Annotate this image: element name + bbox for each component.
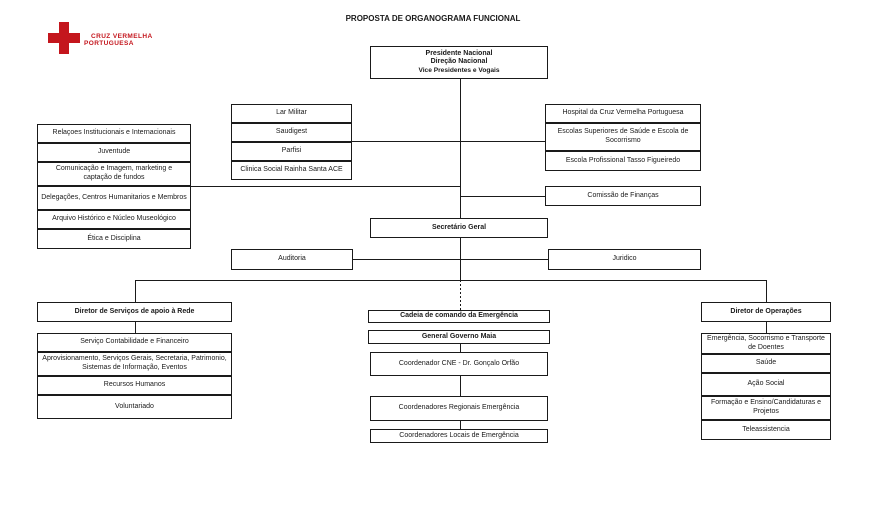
org-node-comissao-financas: Comissão de Finanças — [545, 186, 701, 206]
org-node-voluntariado: Voluntariado — [37, 395, 232, 419]
org-node-cadeia-comando-emergencia: Cadeia de comando da Emergência — [368, 310, 550, 323]
org-node-recursos-humanos: Recursos Humanos — [37, 376, 232, 395]
logo-line1: CRUZ VERMELHA — [91, 33, 153, 40]
org-node-diretor-servicos-rede: Diretor de Serviços de apoio à Rede — [37, 302, 232, 322]
org-node-diretor-operacoes: Diretor de Operações — [701, 302, 831, 322]
org-node-saude: Saúde — [701, 354, 831, 373]
org-node-coordenador-cne: Coordenador CNE - Dr. Gonçalo Orfão — [370, 352, 548, 376]
org-node-arquivo-historico: Arquivo Histórico e Núcleo Museológico — [37, 210, 191, 229]
logo-text: CRUZ VERMELHA PORTUGUESA — [84, 33, 153, 47]
president-line1: Presidente Nacional — [425, 49, 493, 57]
org-node-teleassistencia: Teleassistencia — [701, 420, 831, 440]
org-node-coordenadores-regionais: Coordenadores Regionais Emergência — [370, 396, 548, 421]
org-node-auditoria: Auditoria — [231, 249, 353, 270]
org-node-formacao-ensino: Formação e Ensino/Candidaturas e Projeto… — [701, 396, 831, 420]
org-node-acao-social: Ação Social — [701, 373, 831, 396]
org-node-juridico: Juridico — [548, 249, 701, 270]
org-node-clinica-social: Clinica Social Rainha Santa ACE — [231, 161, 352, 180]
president-line2: Direção Nacional — [430, 58, 488, 66]
org-node-delegacoes-centros: Delegações, Centros Humanitarios e Membr… — [37, 186, 191, 210]
org-node-comunicacao-imagem: Comunicação e Imagem, marketing e captaç… — [37, 162, 191, 186]
org-node-juventude: Juventude — [37, 143, 191, 162]
org-node-presidente-nacional: Presidente Nacional Direção Nacional Vic… — [370, 46, 548, 79]
org-node-emergencia-socorrismo: Emergência, Socorrismo e Transporte de D… — [701, 333, 831, 354]
president-line3: Vice Presidentes e Vogais — [418, 67, 500, 75]
org-node-relacoes-institucionais: Relaçoes Institucionais e Internacionais — [37, 124, 191, 143]
org-node-escolas-superiores: Escolas Superiores de Saúde e Escola de … — [545, 123, 701, 151]
logo-line2: PORTUGUESA — [84, 40, 134, 48]
org-node-escola-profissional: Escola Profissional Tasso Figueiredo — [545, 151, 701, 171]
org-node-secretario-geral: Secretário Geral — [370, 218, 548, 238]
page-title: PROPOSTA DE ORGANOGRAMA FUNCIONAL — [345, 14, 521, 23]
org-node-hospital-cvp: Hospital da Cruz Vermelha Portuguesa — [545, 104, 701, 123]
solid-connectors — [135, 79, 767, 429]
org-node-general-governo-maia: General Governo Maia — [368, 330, 550, 344]
org-node-aprovisionamento: Aprovisionamento, Serviços Gerais, Secre… — [37, 352, 232, 376]
org-node-saudigest: Saudigest — [231, 123, 352, 142]
org-node-contabilidade-financeiro: Serviço Contabilidade e Financeiro — [37, 333, 232, 352]
org-node-etica-disciplina: Ética e Disciplina — [37, 229, 191, 249]
cruz-vermelha-logo: CRUZ VERMELHA PORTUGUESA — [46, 20, 166, 56]
org-node-coordenadores-locais: Coordenadores Locais de Emergência — [370, 429, 548, 443]
org-node-lar-militar: Lar Militar — [231, 104, 352, 123]
red-cross-icon — [48, 22, 80, 54]
org-node-parfisi: Parfisi — [231, 142, 352, 161]
